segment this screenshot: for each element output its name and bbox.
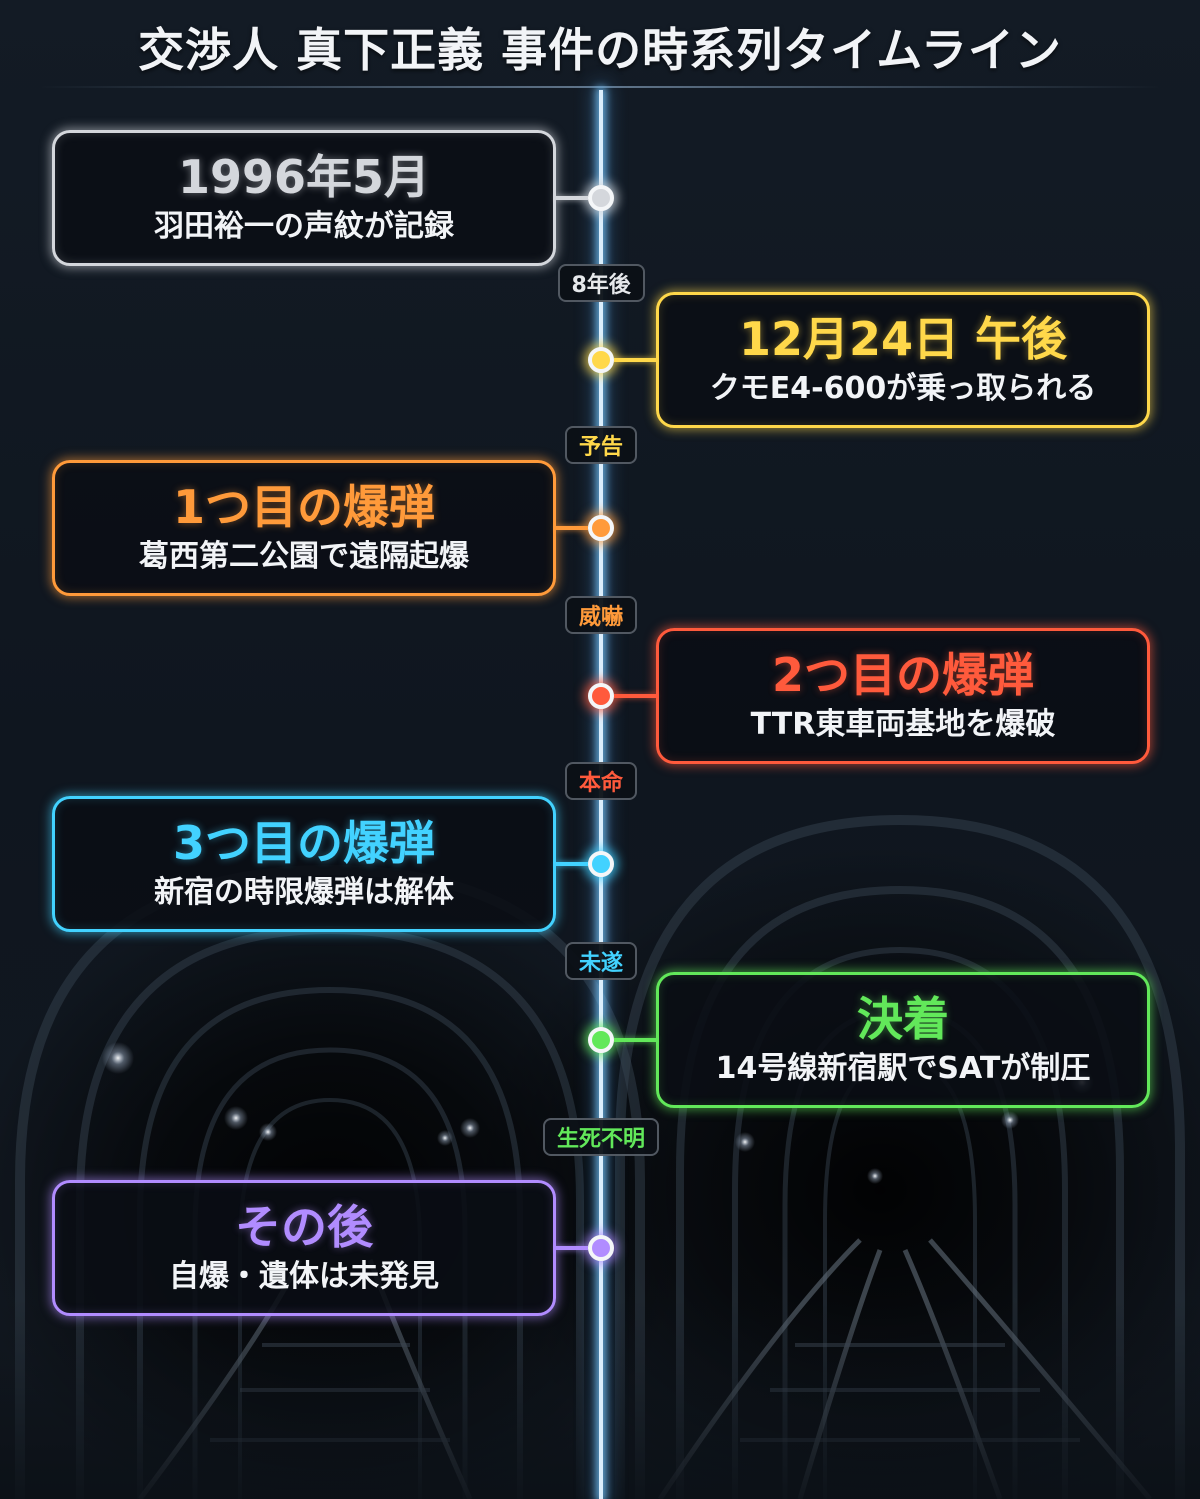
transition-label: 未遂 (565, 942, 638, 980)
page-title: 交渉人 真下正義 事件の時系列タイムライン (138, 23, 1062, 77)
event-heading: 12月24日 午後 (738, 312, 1068, 366)
event-description: 自爆・遺体は未発見 (169, 1259, 439, 1294)
event-marker (588, 1027, 614, 1053)
event-card: その後自爆・遺体は未発見 (52, 1180, 556, 1316)
event-card: 3つ目の爆弾新宿の時限爆弾は解体 (52, 796, 556, 932)
event-heading: 1996年5月 (177, 150, 431, 204)
event-card: 2つ目の爆弾 TTR東車両基地を爆破 (656, 628, 1150, 764)
event-marker (588, 185, 614, 211)
event-connector (614, 694, 656, 698)
event-marker (588, 347, 614, 373)
event-description: クモE4-600が乗っ取られる (709, 371, 1097, 406)
transition-label: 予告 (565, 426, 638, 464)
event-marker (588, 683, 614, 709)
event-card: 1つ目の爆弾葛西第二公園で遠隔起爆 (52, 460, 556, 596)
event-marker (588, 1235, 614, 1261)
event-connector (614, 358, 656, 362)
event-description: 羽田裕一の声紋が記録 (154, 209, 454, 244)
transition-label: 生死不明 (543, 1118, 660, 1156)
transition-label: 本命 (565, 762, 638, 800)
event-heading: 2つ目の爆弾 (771, 648, 1034, 702)
event-connector (556, 862, 588, 866)
event-heading: その後 (235, 1200, 373, 1254)
transition-label: 威嚇 (565, 596, 638, 634)
event-card: 1996年5月羽田裕一の声紋が記録 (52, 130, 556, 266)
event-description: 葛西第二公園で遠隔起爆 (139, 539, 469, 574)
event-connector (614, 1038, 656, 1042)
event-heading: 3つ目の爆弾 (172, 816, 435, 870)
event-connector (556, 196, 588, 200)
event-heading: 1つ目の爆弾 (172, 480, 435, 534)
transition-label: 8年後 (557, 264, 645, 302)
event-description: 新宿の時限爆弾は解体 (154, 875, 454, 910)
event-connector (556, 526, 588, 530)
event-connector (556, 1246, 588, 1250)
event-description: TTR東車両基地を爆破 (750, 707, 1056, 742)
title-divider (40, 86, 1160, 88)
event-card: 12月24日 午後クモE4-600が乗っ取られる (656, 292, 1150, 428)
event-card: 決着 14号線新宿駅でSATが制圧 (656, 972, 1150, 1108)
event-marker (588, 851, 614, 877)
event-description: 14号線新宿駅でSATが制圧 (715, 1051, 1091, 1086)
event-marker (588, 515, 614, 541)
event-heading: 決着 (857, 992, 949, 1046)
